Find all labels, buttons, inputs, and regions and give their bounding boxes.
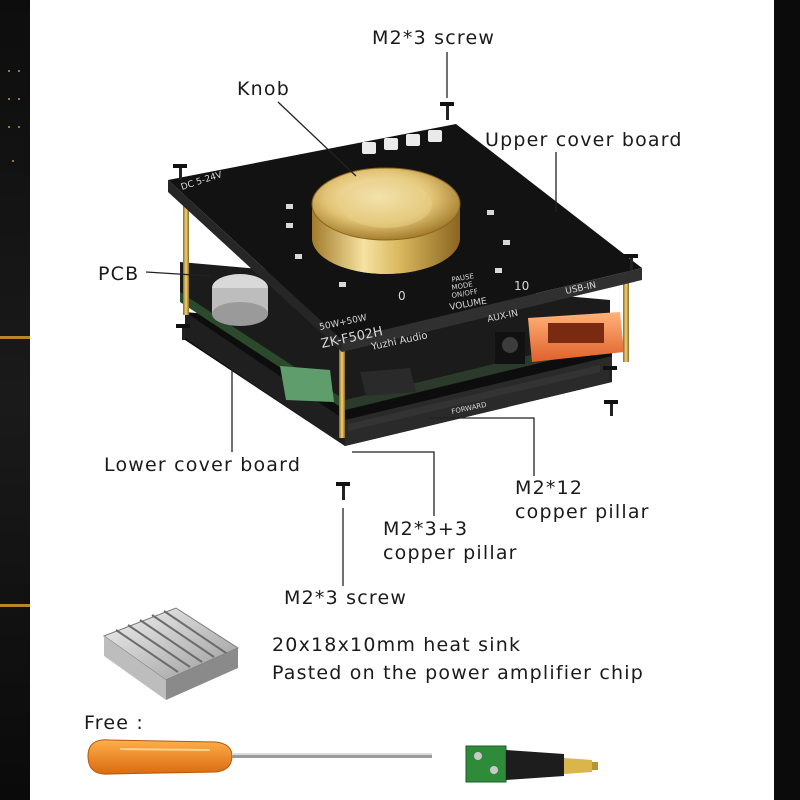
pause-label: PAUSE: [451, 272, 475, 284]
screw-icon: [176, 324, 190, 340]
decor-dot: [8, 126, 10, 128]
decor-dot: [18, 70, 20, 72]
label-heat-sink: 20x18x10mm heat sink: [272, 634, 522, 656]
gold-accent-line: [0, 336, 30, 339]
right-dark-border: [774, 0, 800, 800]
decor-dot: [8, 98, 10, 100]
label-m2x12-desc: copper pillar: [515, 501, 650, 523]
screws: [173, 102, 638, 500]
screw-icon: [603, 366, 617, 382]
label-m2x3plus3: M2*3+3: [383, 518, 469, 540]
gold-accent-line: [0, 604, 30, 607]
label-free: Free :: [84, 712, 144, 734]
knob[interactable]: [311, 167, 461, 274]
upper-cover-board: DC 5-24V 0 10 PAUSE MODE ON/OFF VOLUME U…: [168, 124, 642, 416]
decor-dot: [12, 160, 14, 162]
label-bottom-screw: M2*3 screw: [284, 587, 408, 609]
leader-lines: [145, 52, 557, 586]
screw-icon: [173, 164, 187, 180]
screw-icon: [624, 254, 638, 270]
screw-icon: [336, 482, 350, 500]
label-upper-cover-board: Upper cover board: [485, 129, 683, 151]
scale-max-label: 10: [514, 279, 529, 293]
label-top-screw: M2*3 screw: [372, 27, 496, 49]
screwdriver: [87, 739, 432, 775]
button-row: [362, 130, 442, 154]
label-lower-cover-board: Lower cover board: [104, 454, 302, 476]
label-m2x12: M2*12: [515, 477, 584, 499]
label-knob: Knob: [237, 78, 290, 100]
scale-min-label: 0: [398, 289, 406, 303]
volume-scale-marks: [286, 204, 510, 287]
decor-dot: [8, 70, 10, 72]
label-pcb: PCB: [98, 263, 140, 285]
mode-label: MODE: [451, 280, 473, 292]
decor-dot: [18, 98, 20, 100]
screw-icon: [440, 102, 454, 120]
screw-icon: [604, 400, 618, 416]
dc-connector: [465, 745, 598, 783]
label-m2x3plus3-desc: copper pillar: [383, 542, 518, 564]
label-heat-sink-note: Pasted on the power amplifier chip: [272, 662, 644, 684]
decor-dot: [18, 126, 20, 128]
left-dark-border: [0, 0, 30, 800]
heat-sink: [102, 607, 240, 700]
